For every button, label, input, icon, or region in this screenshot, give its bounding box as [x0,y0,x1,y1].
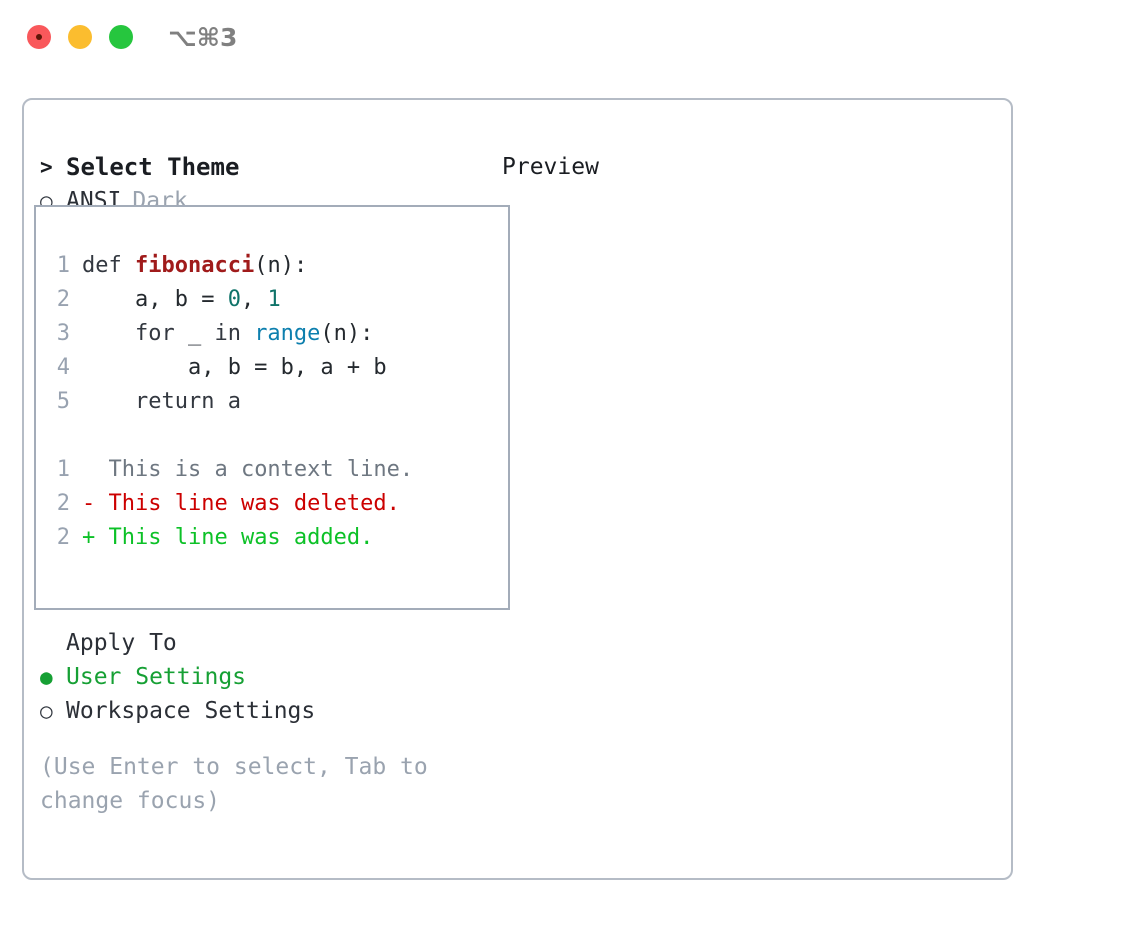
code-token: (n): [254,253,308,278]
diff-line: 2 + This line was added. [48,521,502,555]
line-number: 2 [56,491,70,516]
apply-to-option[interactable]: ○ Workspace Settings [40,694,480,728]
diff-sign [82,457,95,482]
line-number: 5 [56,389,70,414]
code-line: 1 def fibonacci(n): [48,249,502,283]
code-token: 1 [267,287,281,312]
diff-text: This line was deleted. [95,491,400,516]
apply-to-option-label: User Settings [66,664,247,690]
code-token: , [240,287,268,312]
apply-to-option[interactable]: ● User Settings [40,660,480,694]
select-theme-header: > Select Theme [40,150,480,184]
code-token: range [254,321,321,346]
diff-text: This line was added. [95,525,374,550]
code-line: 3 for _ in range(n): [48,317,502,351]
apply-to-option-label: Workspace Settings [66,698,316,724]
diff-sign: + [82,525,96,550]
radio-unselected-icon[interactable]: ○ [40,699,53,723]
code-token: for _ in [82,321,255,346]
window-controls [27,25,133,49]
line-number: 3 [56,321,70,346]
code-token: def [82,253,135,278]
code-line: 4 a, b = b, a + b [48,351,502,385]
apply-to-label: Apply To [66,630,177,656]
apply-to-marker-placeholder: ○ [40,626,66,660]
apply-to-header: ○Apply To [40,626,480,660]
code-diff-gap [48,419,502,453]
preview-column: Preview [502,150,1002,184]
code-token: (n): [320,321,374,346]
line-number: 2 [56,525,70,550]
diff-sign: - [82,491,96,516]
diff-line: 2- This line was deleted. [48,487,502,521]
line-number: 1 [56,457,70,482]
line-number: 2 [56,287,70,312]
diff-line: 1 This is a context line. [48,453,502,487]
code-token: return a [82,389,241,414]
code-line: 5 return a [48,385,502,419]
diff-sample: 1 This is a context line.2- This line wa… [48,453,502,555]
diff-text: This is a context line. [95,457,414,482]
select-theme-label: Select Theme [66,153,240,181]
line-number: 4 [56,355,70,380]
window-title: ⌥⌘3 [168,23,238,52]
close-button[interactable] [27,25,51,49]
line-number: 1 [56,253,70,278]
keyboard-hint: (Use Enter to select, Tab to change focu… [40,754,428,814]
code-token: a, b = b, a + b [82,355,387,380]
code-token: a, b = [82,287,228,312]
minimize-button[interactable] [68,25,92,49]
title-bar: ⌥⌘3 [0,0,1140,78]
radio-selected-icon[interactable]: ● [40,665,53,689]
maximize-button[interactable] [109,25,133,49]
code-token: fibonacci [134,253,255,278]
preview-title: Preview [502,154,599,180]
code-line: 2 a, b = 0, 1 [48,283,502,317]
caret-icon: > [40,155,53,179]
apply-to-options[interactable]: ● User Settings ○ Workspace Settings [40,660,480,728]
code-token: 0 [227,287,241,312]
